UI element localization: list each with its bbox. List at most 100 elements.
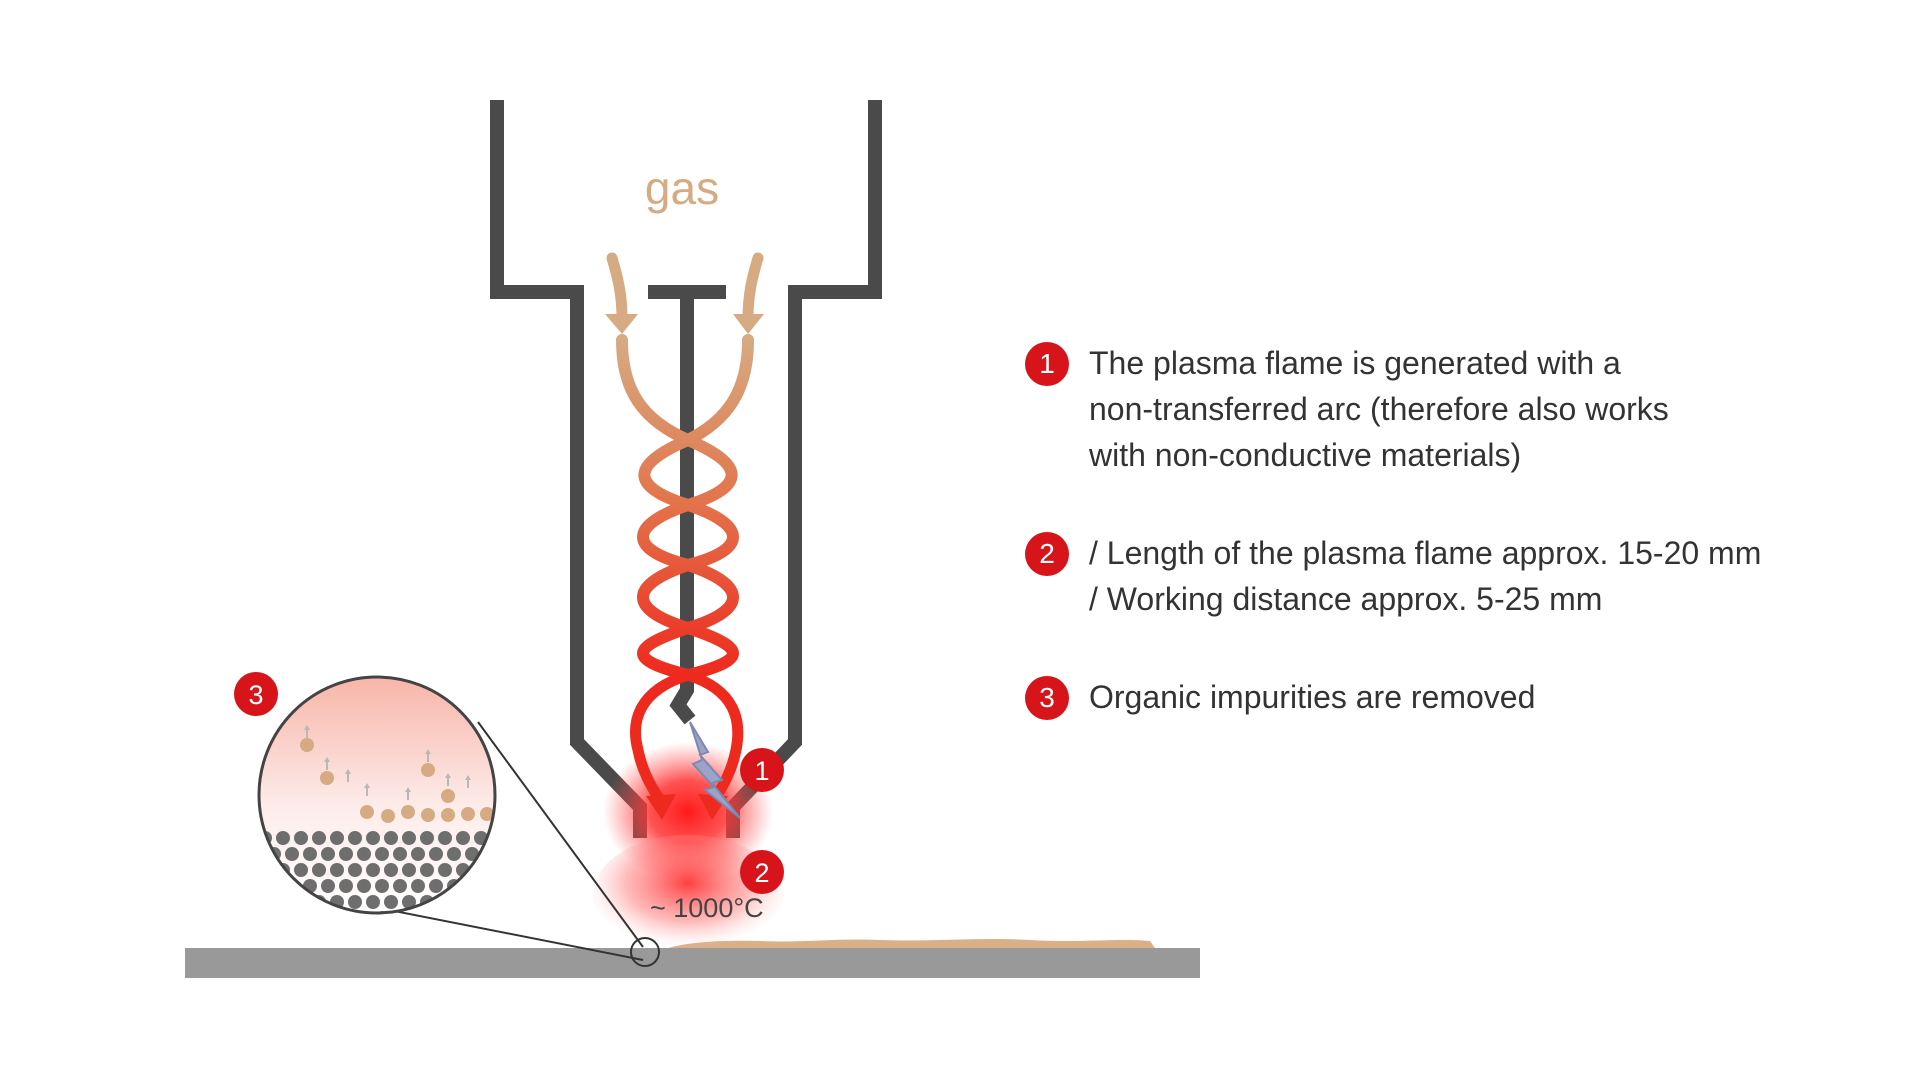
impurity-particle [320, 771, 334, 785]
substrate-atom [267, 911, 281, 913]
magnifier-detail [257, 675, 533, 925]
substrate-atom [384, 863, 398, 877]
impurity-layer [668, 939, 1155, 948]
impurity-particle [441, 789, 455, 803]
substrate-atom [456, 831, 470, 845]
substrate-atom [438, 895, 452, 909]
legend-item-1: 1 The plasma flame is generated with a n… [1025, 340, 1885, 478]
substrate-atom [267, 879, 281, 893]
removal-arrow-head [304, 725, 310, 730]
removal-arrow-head [364, 783, 370, 788]
substrate-atom [456, 895, 470, 909]
substrate-atom [285, 847, 299, 861]
electric-arc-icon [689, 721, 741, 819]
substrate-atom [492, 831, 495, 845]
legend-1-line-1: The plasma flame is generated with a [1089, 345, 1621, 381]
substrate-atom [492, 895, 495, 909]
substrate-atom [366, 831, 380, 845]
gas-label: gas [645, 162, 719, 214]
substrate-atom [501, 847, 515, 861]
substrate-atom [483, 879, 495, 893]
substrate-atom [465, 879, 479, 893]
plasma-flame-plume [593, 835, 783, 955]
substrate-atom [276, 831, 290, 845]
removal-arrow-head [345, 769, 351, 774]
legend-item-3: 3 Organic impurities are removed [1025, 674, 1885, 720]
substrate-atom [510, 831, 524, 845]
substrate-atom [519, 847, 533, 861]
substrate-atom [519, 911, 533, 925]
substrate-atom [303, 847, 317, 861]
svg-text:2: 2 [754, 858, 769, 888]
substrate-atom [510, 895, 524, 909]
gas-inlet-arrow-right [742, 252, 764, 324]
substrate-atom [402, 895, 416, 909]
substrate-atom [321, 911, 335, 913]
substrate-atom [348, 895, 362, 909]
substrate-atom [447, 847, 461, 861]
impurity-particle [441, 808, 455, 822]
gas-inlet-arrow-left [606, 252, 628, 324]
substrate-atom [402, 831, 416, 845]
substrate-atom [375, 879, 389, 893]
substrate-atom [348, 831, 362, 845]
legend-2-line-1: / Length of the plasma flame approx. 15-… [1089, 535, 1762, 571]
substrate-atom [438, 863, 452, 877]
substrate-atom [276, 895, 290, 909]
flow-loop-right [682, 669, 744, 806]
svg-text:3: 3 [248, 680, 263, 710]
legend: 1 The plasma flame is generated with a n… [1025, 340, 1885, 772]
impurity-particle [461, 807, 475, 821]
substrate-atom [384, 895, 398, 909]
impurity-particle [300, 738, 314, 752]
impurity-particle [421, 808, 435, 822]
legend-1-line-2: non-transferred arc (therefore also work… [1089, 391, 1669, 427]
substrate-atom [402, 863, 416, 877]
magnifier-connector-top [477, 721, 644, 948]
substrate-atom [348, 863, 362, 877]
diagram-marker-3: 3 [234, 672, 278, 716]
substrate-atom [375, 847, 389, 861]
legend-item-2: 2 / Length of the plasma flame approx. 1… [1025, 530, 1885, 622]
substrate-atom [384, 831, 398, 845]
impurity-particle [360, 805, 374, 819]
removal-arrow-head [425, 749, 431, 754]
substrate-atom [330, 863, 344, 877]
substrate-atom [411, 879, 425, 893]
substrate-atom [303, 911, 317, 913]
substrate-atom [321, 879, 335, 893]
substrate-atom [339, 847, 353, 861]
legend-2-line-2: / Working distance approx. 5-25 mm [1089, 581, 1603, 617]
flow-loop-left [630, 669, 694, 806]
substrate-atom [294, 895, 308, 909]
legend-badge-1: 1 [1025, 342, 1069, 386]
substrate-atom [411, 911, 425, 913]
substrate-atom [321, 847, 335, 861]
substrate-atom [259, 863, 272, 877]
substrate-atom [501, 911, 515, 925]
impurity-particle [480, 807, 494, 821]
substrate-atom [393, 879, 407, 893]
substrate-atom [492, 863, 495, 877]
substrate-atom [474, 863, 488, 877]
substrate-atom [330, 831, 344, 845]
substrate-atom [519, 879, 533, 893]
temperature-label: ~ 1000°C [650, 893, 764, 923]
svg-text:1: 1 [754, 756, 769, 786]
removal-arrow-head [445, 773, 451, 778]
gas-swirl-spiral [616, 334, 754, 681]
diagram-marker-1: 1 [740, 748, 784, 792]
magnifier-target-ring [630, 937, 660, 967]
substrate-atom [420, 863, 434, 877]
substrate-atom [312, 863, 326, 877]
substrate-atom [285, 911, 299, 913]
substrate-atom [483, 847, 495, 861]
substrate-atom [312, 831, 326, 845]
legend-3-line-1: Organic impurities are removed [1089, 679, 1536, 715]
substrate-atom [294, 863, 308, 877]
substrate-atom [429, 879, 443, 893]
removal-arrow-head [324, 757, 330, 762]
substrate-atom [393, 847, 407, 861]
substrate-atom [259, 895, 272, 909]
